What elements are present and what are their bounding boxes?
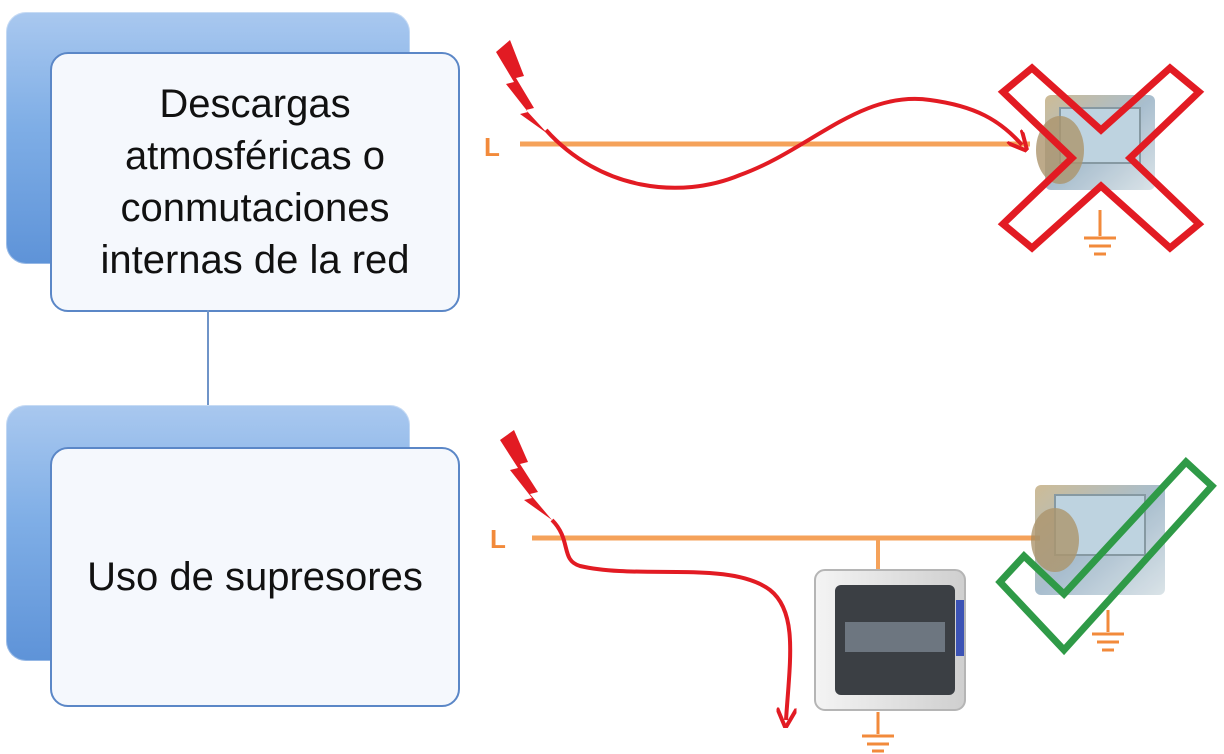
ground-icon-computer — [1092, 610, 1124, 652]
check-icon — [995, 457, 1217, 656]
line-label-bottom: L — [490, 524, 506, 554]
step-2-box: Uso de supresores — [50, 447, 460, 707]
surge-protector-panel — [814, 569, 966, 711]
ground-icon-panel — [862, 712, 894, 753]
ground-icon — [1084, 210, 1116, 256]
step-2-text: Uso de supresores — [87, 555, 423, 599]
surge-path-top — [544, 96, 1022, 190]
surge-path-bottom — [550, 518, 790, 720]
step-connector — [207, 310, 209, 406]
line-label-top: L — [484, 132, 500, 162]
lightning-icon-bottom — [500, 430, 552, 520]
cross-icon — [997, 63, 1205, 253]
step-1-box: Descargas atmosféricas o conmutaciones i… — [50, 52, 460, 312]
lightning-icon — [496, 40, 548, 134]
step-1-text: Descargas atmosféricas o conmutaciones i… — [100, 82, 410, 282]
